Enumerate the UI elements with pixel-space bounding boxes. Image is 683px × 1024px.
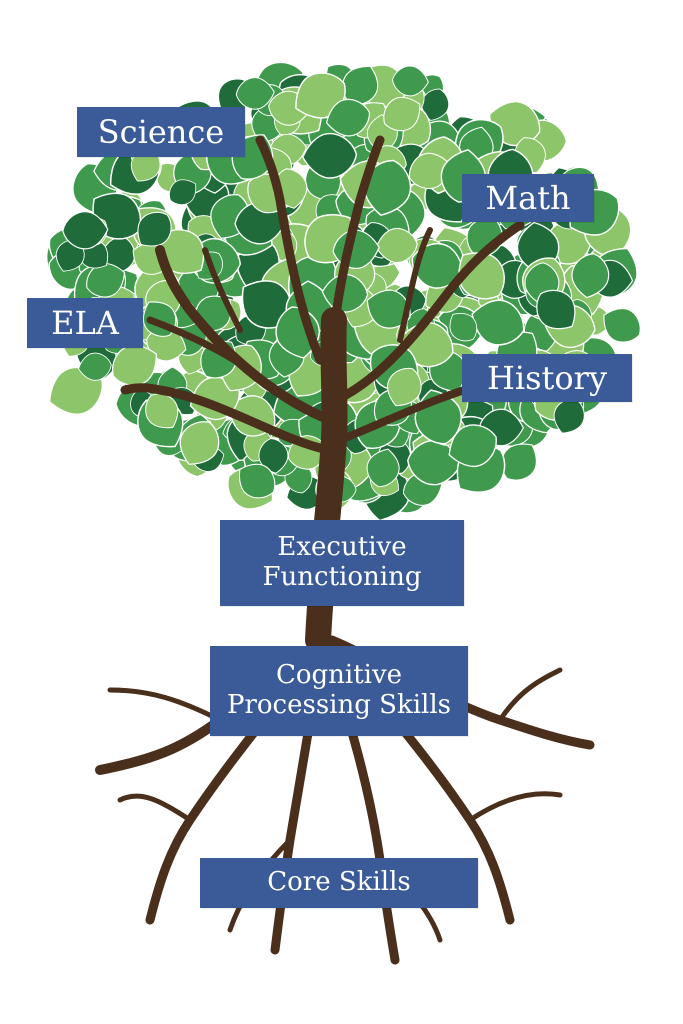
label-ela-text: ELA	[51, 304, 119, 342]
branch-right-up	[397, 227, 433, 343]
root-8	[117, 793, 193, 823]
leaf	[448, 424, 497, 468]
branch-right	[331, 220, 525, 405]
leaf	[145, 393, 179, 429]
branch-ela	[146, 316, 254, 374]
label-ela: ELA	[27, 298, 143, 348]
root-7	[107, 687, 223, 723]
label-executive-line1: Executive	[277, 532, 407, 563]
label-science: Science	[77, 107, 245, 157]
leaf	[603, 308, 641, 343]
leaf	[137, 211, 172, 247]
label-math-text: Math	[485, 179, 571, 217]
leaf	[169, 179, 197, 206]
label-cognitive-processing-skills: Cognitive Processing Skills	[210, 646, 468, 736]
leaf	[238, 463, 276, 499]
leaf	[366, 448, 400, 488]
leaf	[325, 98, 371, 137]
label-core-text: Core Skills	[267, 867, 411, 898]
root-10	[497, 667, 563, 723]
leaf	[571, 253, 610, 299]
label-history-text: History	[486, 359, 608, 397]
branch-up-center	[329, 135, 385, 335]
label-executive-line2: Functioning	[262, 562, 422, 592]
label-math: Math	[462, 174, 594, 222]
leaf	[258, 438, 289, 474]
leaf	[536, 289, 576, 330]
label-cognitive-line1: Cognitive	[275, 660, 403, 691]
leaf	[391, 65, 429, 97]
leaf	[553, 398, 585, 434]
leaf	[179, 421, 220, 465]
leaf	[62, 211, 109, 250]
leaf	[366, 289, 411, 329]
label-science-text: Science	[97, 113, 225, 151]
leaf	[449, 313, 478, 342]
leaf	[471, 299, 525, 346]
label-cognitive-line2: Processing Skills	[226, 690, 452, 720]
root-9	[467, 791, 563, 823]
leaf	[235, 77, 275, 110]
label-history: History	[462, 354, 632, 402]
leaf	[78, 352, 112, 381]
leaf	[301, 132, 358, 179]
leaf	[387, 367, 422, 407]
label-core-skills: Core Skills	[200, 858, 478, 908]
branch-left-up	[202, 247, 243, 333]
branch-up-left	[255, 135, 325, 365]
label-executive-functioning: Executive Functioning	[220, 520, 464, 606]
branch-left-low	[120, 383, 333, 455]
branch-left	[155, 245, 335, 425]
leaf	[383, 96, 421, 132]
leaf	[241, 280, 293, 329]
